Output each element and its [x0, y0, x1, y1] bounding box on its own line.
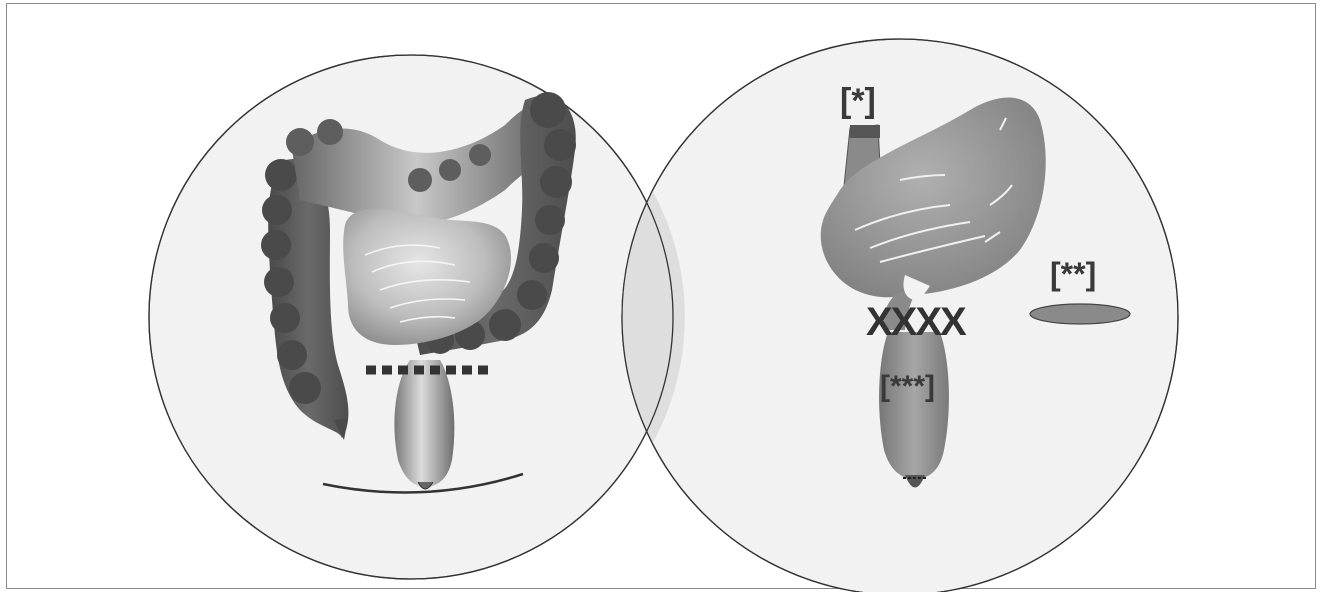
label-single-star: [*] [840, 82, 876, 120]
label-double-star: [**] [1050, 256, 1096, 292]
staple-line-cross-label: XXXX [866, 300, 967, 344]
label-triple-star: [***] [880, 370, 935, 403]
rectal-remnant [879, 332, 949, 480]
excised-segment-oval [1030, 304, 1130, 324]
rectum [394, 360, 454, 488]
